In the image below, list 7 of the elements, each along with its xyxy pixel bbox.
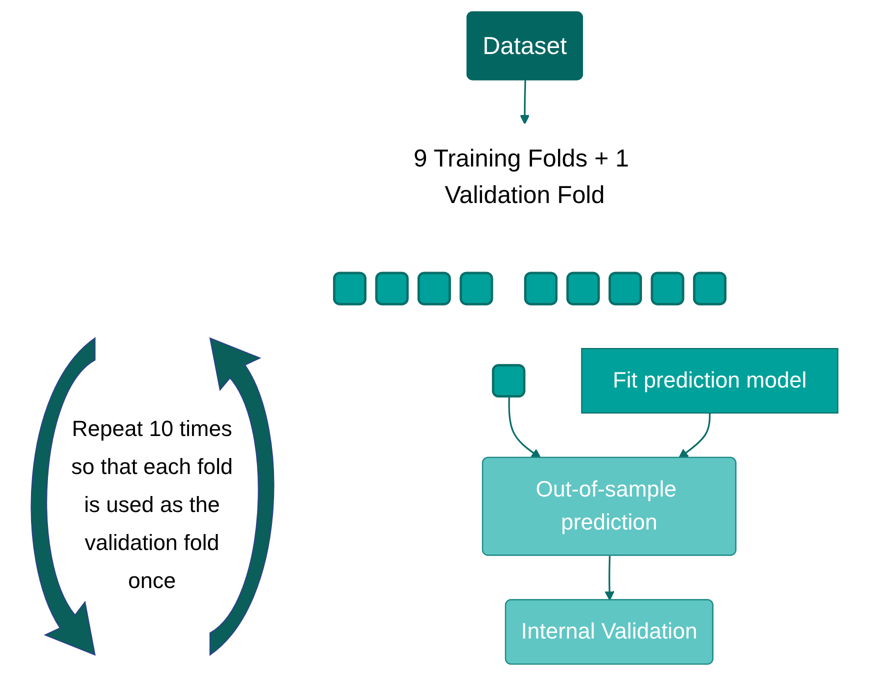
node-text: 9 Training Folds + 1 Validation Fold [414, 144, 630, 208]
arrow [520, 80, 530, 124]
arrow [604, 555, 614, 600]
note-text: Repeat 10 times so that each fold is used as the validation fold once [70, 415, 234, 595]
arrow [508, 396, 542, 458]
arrow [678, 412, 711, 458]
node-box: Fit prediction model [581, 348, 838, 414]
